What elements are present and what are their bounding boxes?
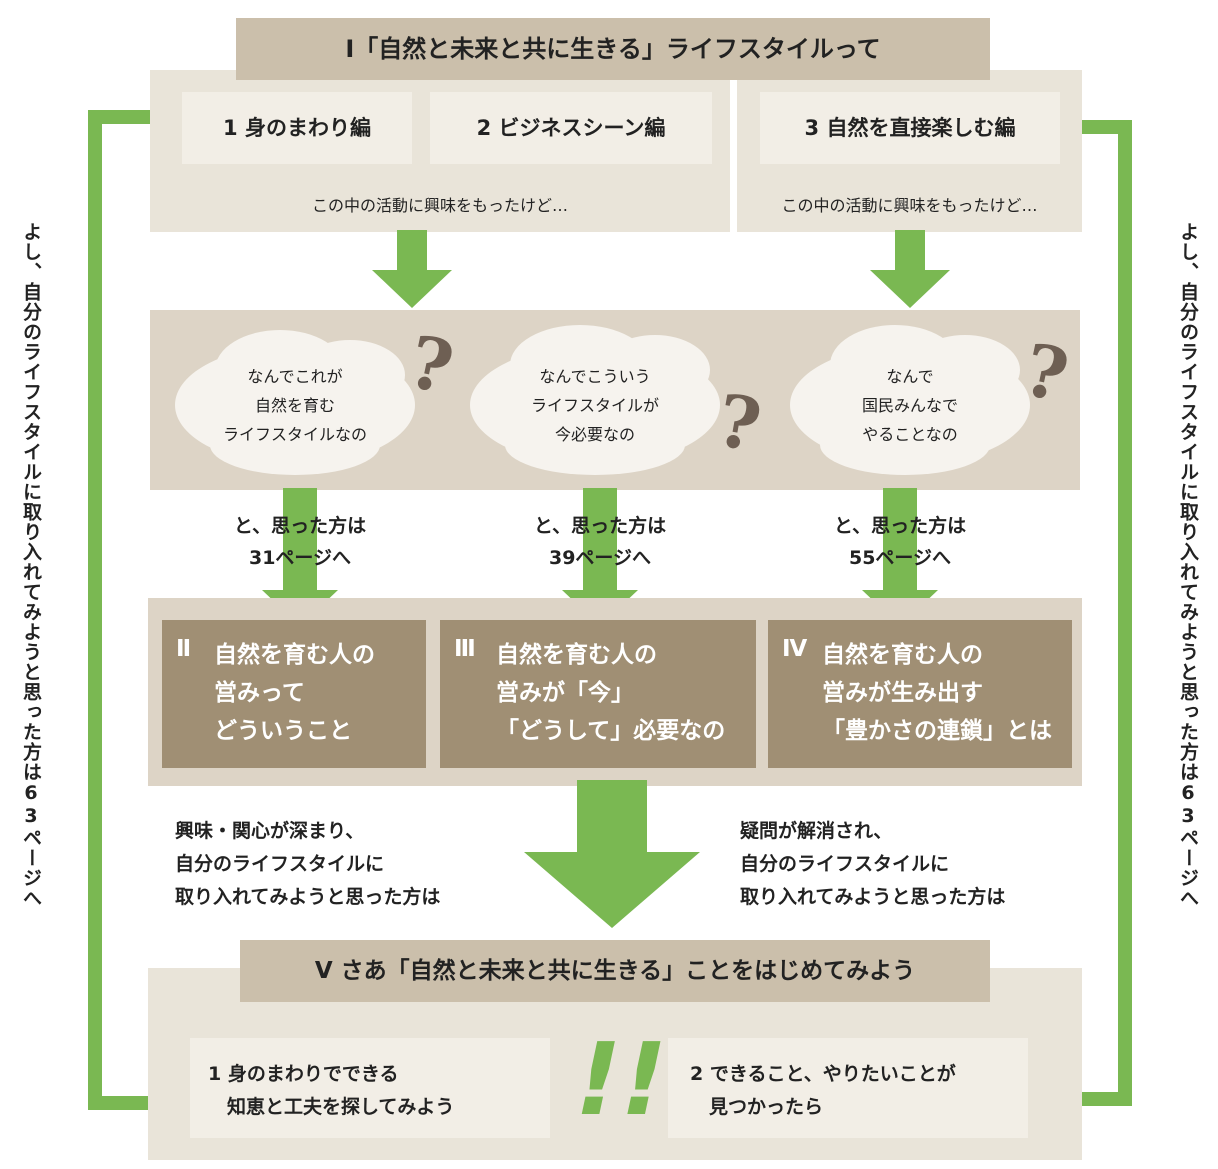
stem-3: [883, 488, 917, 598]
question-text-2: なんでこういう ライフスタイルが 今必要なの: [530, 367, 659, 444]
chapter-box-3: Ⅲ 自然を育む人の 営みが「今」 「どうして」必要なの: [440, 620, 756, 768]
section1-item-2: 2 ビジネスシーン編: [430, 92, 712, 164]
mid-text-left: 興味・関心が深まり、 自分のライフスタイルに 取り入れてみようと思った方は: [175, 820, 441, 908]
page-ref-1: と、思った方は 31ページへ: [200, 510, 400, 574]
chapter-text-3: 自然を育む人の 営みが「今」 「どうして」必要なの: [496, 642, 726, 744]
chapter-text-2: 自然を育む人の 営みって どういうこと: [214, 642, 375, 744]
stem-2: [583, 488, 617, 598]
right-connector-line: [1118, 120, 1132, 1105]
arrow-down-left: [372, 230, 452, 308]
stem-1: [283, 488, 317, 598]
chapter-number-4: Ⅳ: [782, 636, 808, 662]
page-ref-2-line2: 39ページへ: [548, 547, 652, 569]
section1-item-3: 3 自然を直接楽しむ編: [760, 92, 1060, 164]
question-text-1: なんでこれが 自然を育む ライフスタイルなの: [222, 367, 367, 444]
section1-item-1: 1 身のまわり編: [182, 92, 412, 164]
left-connector-bottom: [88, 1096, 158, 1110]
chapter-number-3: Ⅲ: [454, 636, 476, 662]
page-ref-2-line1: と、思った方は: [533, 515, 667, 537]
mid-text-right: 疑問が解消され、 自分のライフスタイルに 取り入れてみようと思った方は: [740, 820, 1006, 908]
chapter-number-2: Ⅱ: [176, 636, 192, 662]
right-connector-bottom: [1072, 1092, 1132, 1106]
page-ref-3: と、思った方は 55ページへ: [800, 510, 1000, 574]
section1-caption-right: この中の活動に興味をもったけど…: [781, 196, 1038, 215]
section1-title: Ⅰ「自然と未来と共に生きる」ライフスタイルって: [236, 18, 990, 80]
section1-caption-left: この中の活動に興味をもったけど…: [311, 196, 568, 215]
chapter-box-4: Ⅳ 自然を育む人の 営みが生み出す 「豊かさの連鎖」とは: [768, 620, 1072, 768]
chapter-text-4: 自然を育む人の 営みが生み出す 「豊かさの連鎖」とは: [822, 642, 1052, 744]
page-ref-3-line1: と、思った方は: [833, 515, 967, 537]
section5-item-2: 2 できること、やりたいことが 見つかったら: [668, 1038, 1028, 1138]
page-ref-1-line1: と、思った方は: [233, 515, 367, 537]
page-ref-3-line2: 55ページへ: [848, 547, 952, 569]
section5-item-1: 1 身のまわりでできる 知恵と工夫を探してみよう: [190, 1038, 550, 1138]
chapter-box-2: Ⅱ 自然を育む人の 営みって どういうこと: [162, 620, 426, 768]
arrow-down-right: [870, 230, 950, 308]
section5-title: Ⅴ さあ「自然と未来と共に生きる」ことをはじめてみよう: [240, 940, 990, 1002]
arrow-down-center: [524, 780, 700, 928]
page-ref-2: と、思った方は 39ページへ: [500, 510, 700, 574]
left-side-text: よし、自分のライフスタイルに取り入れてみようと思った方は63ページへ: [20, 222, 42, 908]
left-connector-line: [88, 110, 102, 1110]
page-ref-1-line2: 31ページへ: [248, 547, 352, 569]
left-connector-top: [88, 110, 158, 124]
right-side-text: よし、自分のライフスタイルに取り入れてみようと思った方は63ページへ: [1177, 222, 1199, 908]
question-text-3: なんで 国民みんなで やることなの: [861, 367, 958, 444]
